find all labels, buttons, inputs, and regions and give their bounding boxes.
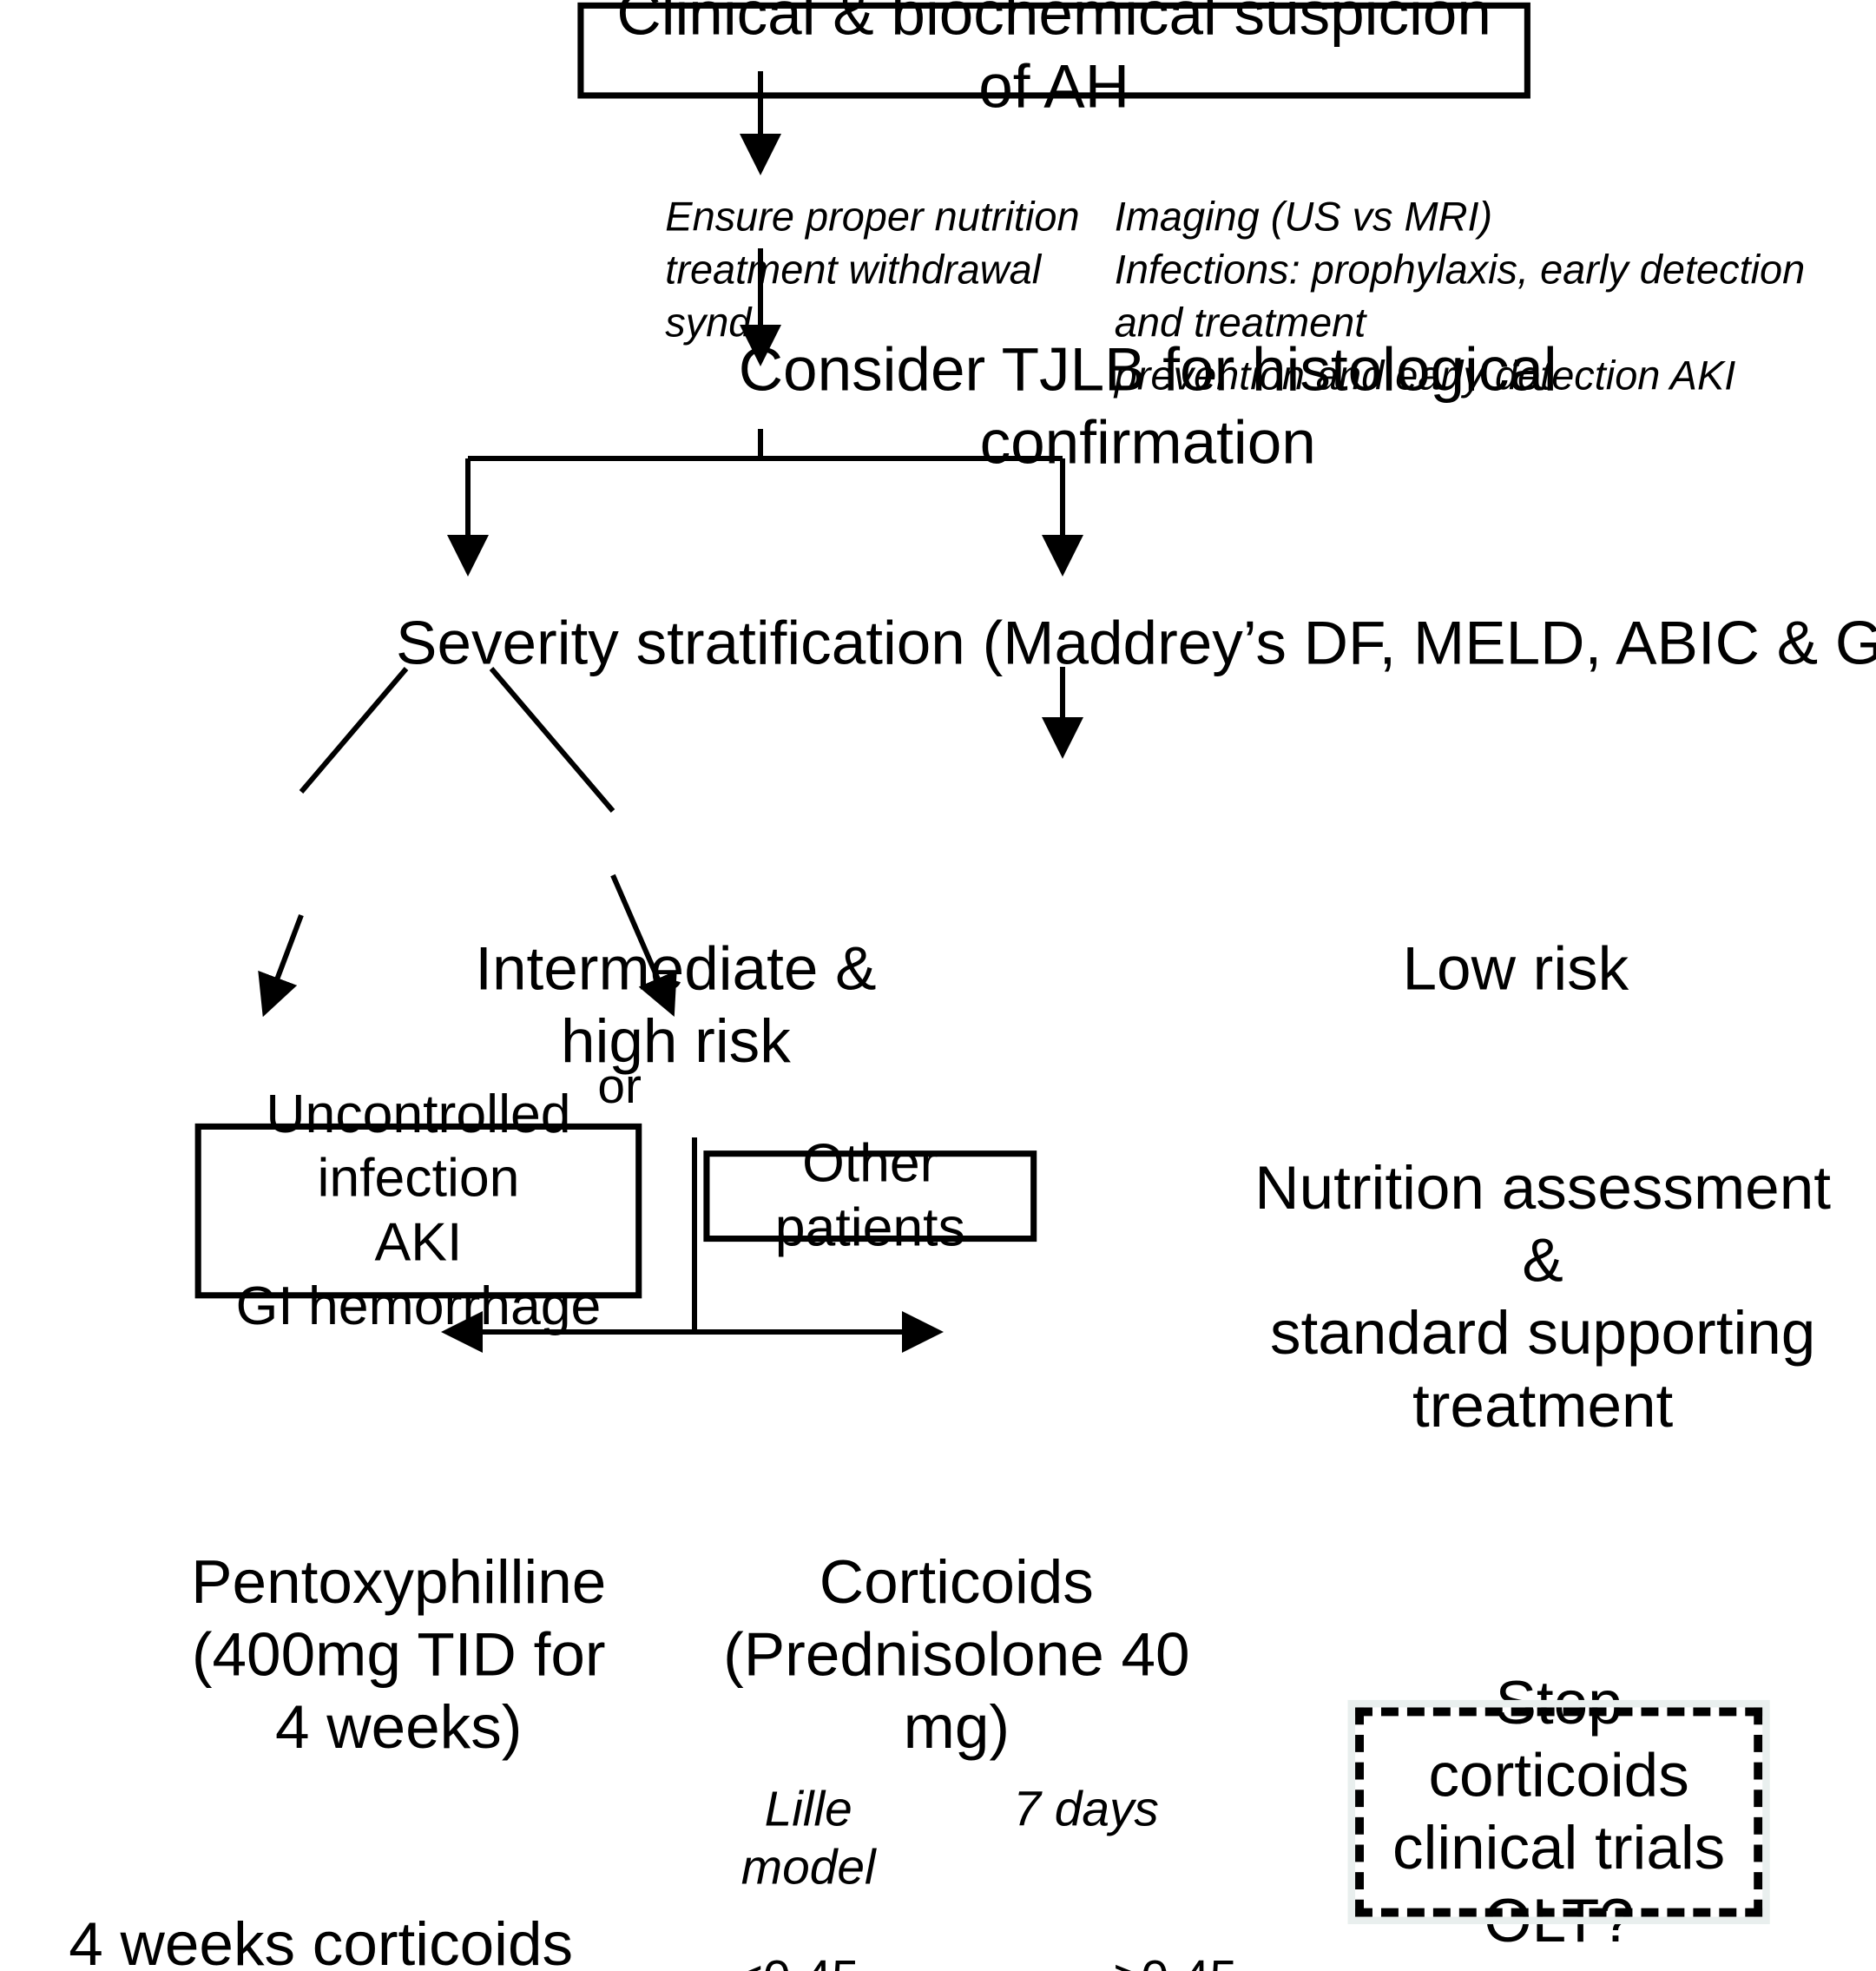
node-other-patients[interactable]: Other patients xyxy=(703,1133,1037,1258)
edge-label: <0.45 xyxy=(734,1952,859,1971)
edge-label: 7 days xyxy=(1013,1783,1159,1837)
node-pentoxyphilline[interactable]: Pentoxyphilline (400mg TID for 4 weeks) xyxy=(182,1473,615,1764)
node-label: Severity stratification (Maddrey’s DF, M… xyxy=(396,608,1876,678)
node-label: Corticoids (Prednisolone 40 mg) xyxy=(723,1546,1190,1762)
node-clinical-suspicion[interactable]: Clinical & biochemical suspicion of AH xyxy=(577,0,1530,121)
node-uncontrolled-infection-aki-gi-hemorrhage[interactable]: Uncontrolled infection AKI GI hemorrhage xyxy=(194,1084,642,1336)
edge-label-lille-below-threshold: <0.45 xyxy=(720,1892,874,1971)
label-or-connector: or xyxy=(583,1000,656,1117)
edge-label-lille-at-or-above-threshold: ≥0.45 xyxy=(1098,1892,1253,1971)
node-intermediate-high-risk[interactable]: Intermediate & high risk xyxy=(413,860,938,1078)
node-label: Low risk xyxy=(1402,933,1629,1003)
node-label: Clinical & biochemical suspicion of AH xyxy=(616,0,1491,122)
node-severity-stratification[interactable]: Severity stratification (Maddrey’s DF, M… xyxy=(383,535,1876,680)
node-low-risk[interactable]: Low risk xyxy=(1337,860,1695,1005)
node-label: Nutrition assessment & standard supporti… xyxy=(1254,1152,1831,1440)
node-stop-corticoids-clinical-trials-olt[interactable]: Stop corticoids clinical trials OLT? xyxy=(1347,1668,1770,1955)
node-label: Stop corticoids clinical trials OLT? xyxy=(1392,1667,1726,1955)
edge-label: ≥0.45 xyxy=(1114,1952,1237,1971)
node-label: Other patients xyxy=(774,1133,965,1258)
annotation-nutrition-withdrawal: Ensure proper nutrition treatment withdr… xyxy=(665,138,1109,349)
edge-label-seven-days: 7 days xyxy=(1012,1724,1161,1840)
annotation-label: Imaging (US vs MRI) Infections: prophyla… xyxy=(1114,193,1806,398)
node-label: Uncontrolled infection AKI GI hemorrhage xyxy=(235,1084,602,1337)
node-four-weeks-corticoids-taper[interactable]: 4 weeks corticoids followed by a 2 week … xyxy=(68,1836,574,1971)
node-label: 4 weeks corticoids followed by a 2 week … xyxy=(69,1909,574,1971)
node-label: Consider TJLB for histological confirmat… xyxy=(738,334,1557,478)
node-label: Intermediate & high risk xyxy=(475,933,877,1076)
annotation-imaging-infections-aki: Imaging (US vs MRI) Infections: prophyla… xyxy=(1115,138,1876,402)
or-label: or xyxy=(597,1059,642,1114)
edge-label: Lille model xyxy=(741,1783,876,1895)
annotation-label: Ensure proper nutrition treatment withdr… xyxy=(665,193,1080,345)
node-corticoids-prednisolone[interactable]: Corticoids (Prednisolone 40 mg) xyxy=(722,1473,1191,1764)
node-consider-tjlb[interactable]: Consider TJLB for histological confirmat… xyxy=(617,261,1679,479)
node-nutrition-assessment[interactable]: Nutrition assessment & standard supporti… xyxy=(1234,1079,1852,1443)
edge-label-lille-model: Lille model xyxy=(691,1724,925,1898)
node-label: Pentoxyphilline (400mg TID for 4 weeks) xyxy=(191,1546,607,1762)
